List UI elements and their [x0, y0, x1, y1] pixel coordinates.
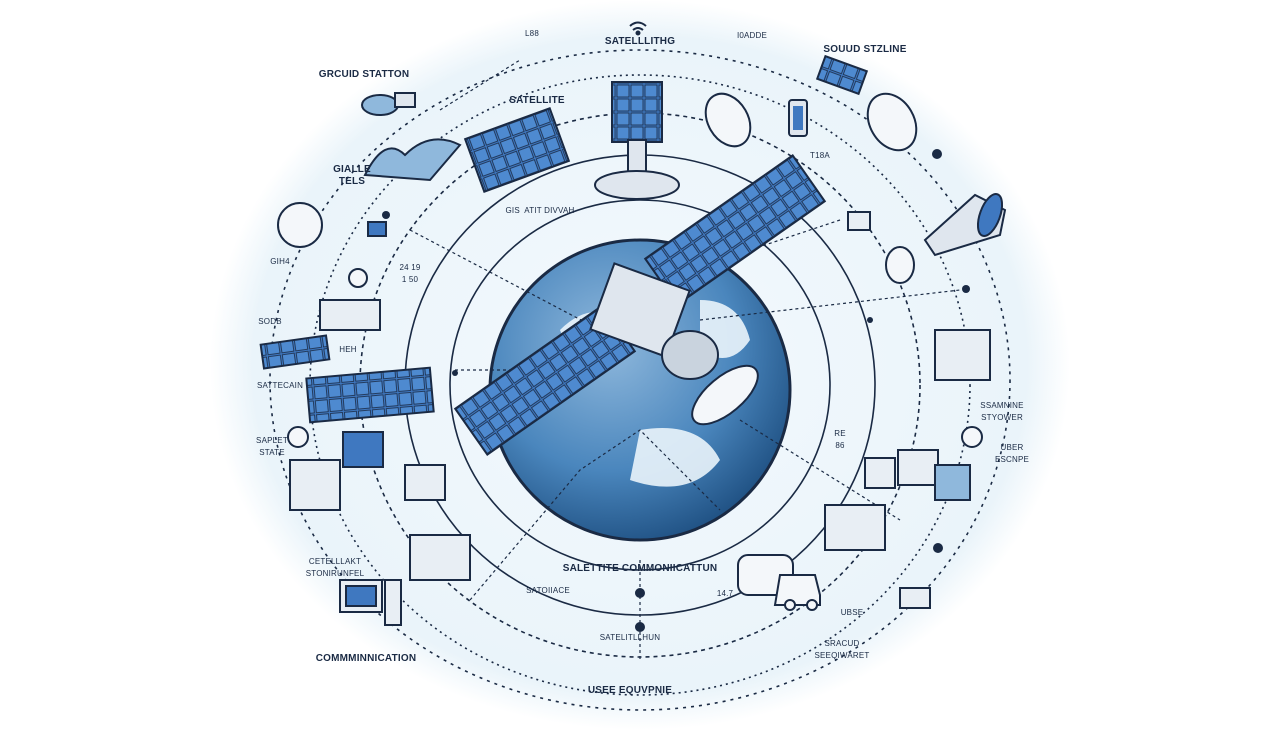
label-t18a: T18A — [810, 151, 830, 160]
label-ssamnine: SSAMNINE STYOWER — [980, 401, 1024, 422]
label-ground-station: GRCUID STATTON — [318, 69, 410, 80]
solar-panel-icon — [259, 54, 869, 424]
label-heh: HEH — [339, 345, 357, 354]
label-saplet-state: SAPLET STATE — [256, 436, 288, 457]
ground-station-icon — [594, 81, 680, 200]
label-top-right: SOUUD STZLINE — [823, 44, 907, 55]
label-gialle-tels: GIALLE TELS — [333, 164, 371, 187]
truck-icon — [737, 554, 821, 611]
label-uber-escnpe: UBER ESCNPE — [994, 443, 1030, 464]
label-satoiiace: SATOIIACE — [526, 586, 570, 595]
label-top-center: SATELLLITHG — [604, 36, 676, 47]
satellite-dish-icon — [691, 364, 759, 426]
satellite-dish-icon — [277, 92, 983, 448]
label-communication: COMMMINNICATION — [315, 653, 417, 664]
label-satelitllhun: SATELITLLHUN — [599, 633, 661, 642]
label-gih4: GIH4 — [270, 257, 290, 266]
label-satellite-communication: SALETTITE COMMONIICATTUN — [562, 563, 718, 574]
label-user-equipment: USEE EQUVPNIE — [587, 685, 673, 696]
link-nodes — [382, 149, 970, 632]
label-sattecain: SATTECAIN — [256, 381, 304, 390]
label-sracud: SRACUD SEEQIWARET — [814, 639, 870, 660]
ground-station-icon — [361, 92, 462, 182]
server-icon — [289, 299, 991, 609]
label-cetelllakt: CETELLLAKT STONIRUNFEL — [305, 557, 365, 578]
wifi-icon — [629, 21, 647, 36]
label-numbers-left: 24 19 1 50 — [399, 263, 421, 284]
label-top-right-small: I0ADDE — [736, 31, 768, 40]
smartphone-icon — [788, 99, 808, 137]
label-147: 14.7 — [716, 589, 734, 598]
label-ubse: UBSE — [840, 608, 864, 617]
label-sodb: SODB — [258, 317, 282, 326]
label-re86: RE 86 — [834, 429, 846, 450]
label-gis-divvah: GIS ATIT DIVVAH — [505, 206, 575, 215]
rocket-icon — [923, 193, 1007, 257]
satellite-icon — [453, 154, 827, 456]
computer-icon — [339, 211, 871, 626]
label-top-left-small: L88 — [525, 29, 539, 38]
label-satellite: SATELLITE — [509, 95, 565, 106]
link-lines — [409, 59, 961, 660]
